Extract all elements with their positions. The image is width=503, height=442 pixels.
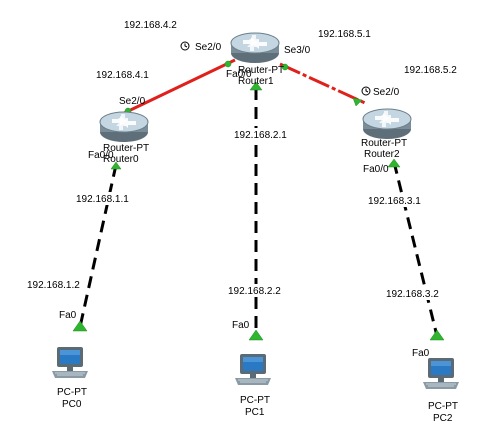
ip-label-pc2: 192.168.3.2 xyxy=(386,289,439,300)
link-up-arrow-pc2-fa0 xyxy=(429,329,445,341)
clock-icon xyxy=(361,86,371,96)
pc2-model-label: PC-PT xyxy=(428,401,458,412)
router-icon[interactable] xyxy=(230,32,280,64)
serial-link-router0-router1[interactable] xyxy=(119,58,236,117)
ip-label-router1-fa0: 192.168.2.1 xyxy=(234,130,287,141)
port-label-pc1: Fa0 xyxy=(232,320,250,331)
pc-icon[interactable] xyxy=(51,346,89,379)
port-label-router1-se2: Se2/0 xyxy=(195,42,222,53)
link-up-arrow-r0-fa0 xyxy=(110,161,122,170)
link-up-arrow-pc1-fa0 xyxy=(248,329,264,341)
ip-label-router2-fa0: 192.168.3.1 xyxy=(368,196,421,207)
router0-model-label: Router-PT xyxy=(103,143,149,154)
link-up-dot-r1-se2 xyxy=(224,60,232,68)
ip-label-pc1: 192.168.2.2 xyxy=(228,286,281,297)
ip-label-router0-fa0: 192.168.1.1 xyxy=(76,194,129,205)
pc-icon[interactable] xyxy=(422,357,460,390)
link-up-arrow-r2-fa0 xyxy=(387,158,401,168)
link-state-indicators xyxy=(72,60,445,341)
ip-label-router1-se2: 192.168.4.2 xyxy=(124,20,177,31)
serial-link-router1-router2[interactable] xyxy=(279,62,366,105)
router-icon[interactable] xyxy=(99,111,149,143)
link-up-arrow-r2-se2 xyxy=(352,97,363,107)
ethernet-link-router0-pc0[interactable] xyxy=(78,164,118,328)
ip-label-pc0: 192.168.1.2 xyxy=(27,280,80,291)
router2-model-label: Router-PT xyxy=(361,138,407,149)
clock-icon xyxy=(180,41,190,51)
pc-icon[interactable] xyxy=(234,353,272,386)
pc1-model-label: PC-PT xyxy=(240,395,270,406)
router1-model-label: Router-PT xyxy=(238,65,284,76)
ip-label-router1-se3: 192.168.5.1 xyxy=(318,29,371,40)
port-label-pc0: Fa0 xyxy=(59,310,77,321)
router2-name-label: Router2 xyxy=(364,149,400,160)
ip-label-router0-se2: 192.168.4.1 xyxy=(96,70,149,81)
port-label-router0-se2: Se2/0 xyxy=(119,96,146,107)
router0-name-label: Router0 xyxy=(103,154,139,165)
ethernet-link-router2-pc2[interactable] xyxy=(392,161,439,337)
link-up-arrow-pc0-fa0 xyxy=(72,320,88,332)
port-label-router0-fa0: Fa0/0 xyxy=(88,150,114,161)
ip-label-router2-se2: 192.168.5.2 xyxy=(404,65,457,76)
port-label-router1-se3: Se3/0 xyxy=(284,45,311,56)
router1-name-label: Router1 xyxy=(238,76,274,87)
port-label-pc2: Fa0 xyxy=(412,348,430,359)
link-up-arrow-r1-fa0 xyxy=(249,81,263,91)
link-up-dot-r1-se3 xyxy=(281,63,289,71)
port-label-router1-fa0: Fa0/0 xyxy=(226,69,252,80)
pc1-name-label: PC1 xyxy=(245,407,265,418)
port-label-router2-se2: Se2/0 xyxy=(373,87,400,98)
pc2-name-label: PC2 xyxy=(433,413,453,424)
port-label-router2-fa0: Fa0/0 xyxy=(363,164,389,175)
pc0-model-label: PC-PT xyxy=(57,387,87,398)
pc0-name-label: PC0 xyxy=(62,399,82,410)
router-icon[interactable] xyxy=(362,108,412,140)
